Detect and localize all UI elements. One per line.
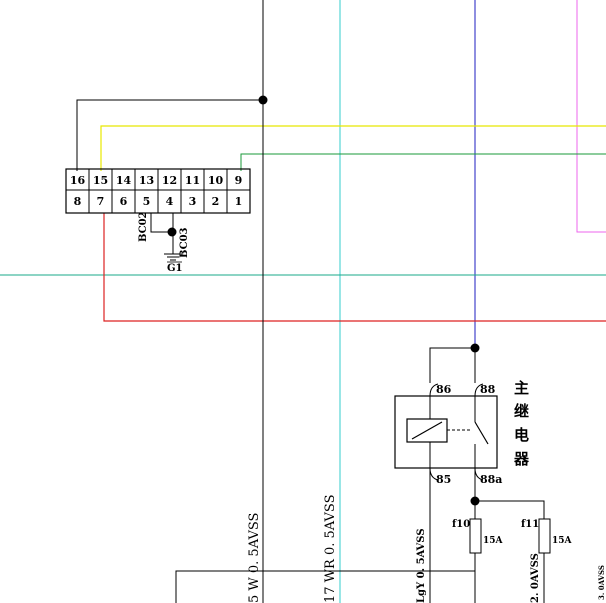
relay-pin-88-label: 88 [480,383,496,396]
relay-pin-86-label: 86 [436,383,452,396]
wire-black-bottom [175,570,475,603]
ground-junction-dot [167,227,177,237]
connector-pin-top-4: 12 [162,174,177,187]
fuse-f10-rating: 15A [483,536,504,546]
wire-magenta [576,0,606,233]
wire-green [240,153,606,171]
relay-name-char-3: 电 [514,426,529,444]
relay-pin-88-hook [474,383,484,397]
relay-pin-88a-label: 88a [480,473,502,486]
wire-relay-86 [429,347,475,383]
label-bc03: BC03 [179,227,190,258]
wire-to-f11 [475,500,545,603]
connector-pin-bottom-4: 4 [166,195,174,208]
connector-pin-bottom-3: 5 [143,195,151,208]
connector-pin-top-7: 9 [235,174,243,187]
relay-name-char-1: 主 [514,379,529,397]
connector-pin-top-5: 11 [185,174,200,187]
relay-coil-icon [406,418,448,443]
relay-switch-icon [474,396,489,468]
connector-pin-top-1: 15 [93,174,108,187]
connector-pin-top-0: 16 [70,174,86,187]
wire-label-w: 5 W 0. 5AVSS [247,513,262,603]
relay-body [394,395,498,469]
wire-label-lgy: LgY 0. 5AVSS [416,528,427,603]
ground-symbol-icon [164,253,182,261]
relay-pin-85-label: 85 [436,473,451,486]
fuse-f11-name: f11 [521,519,539,530]
connector-pin-bottom-6: 2 [212,195,220,208]
fuse-f11-icon [538,518,551,554]
connector-block: 16 15 14 13 12 11 10 9 8 7 6 5 4 3 2 1 [65,168,251,214]
connector-bottom-row: 8 7 6 5 4 3 2 1 [74,195,243,208]
connector-pin-top-3: 13 [139,174,154,187]
relay-name-char-2: 继 [514,402,529,420]
label-g1: G1 [167,263,183,274]
relay-pin-86-hook [429,383,439,397]
connector-pin-bottom-1: 7 [97,195,105,208]
wire-label-2avss: 2. 0AVSS [530,553,541,603]
wire-label-3avss: 3. 0AVSS [597,565,606,600]
fuse-f10-name: f10 [452,519,470,530]
connector-pin-bottom-0: 8 [74,195,82,208]
wire-yellow [100,125,606,171]
label-bc02: BC02 [138,211,149,242]
wire-red [103,213,606,322]
wire-label-wr: 17 WR 0. 5AVSS [323,495,338,603]
fuse-f10-icon [469,518,482,554]
fuse-f11-rating: 15A [552,536,573,546]
connector-top-row: 16 15 14 13 12 11 10 9 [70,174,242,187]
connector-pin-bottom-5: 3 [189,195,197,208]
relay-name-char-4: 器 [513,450,530,468]
wire-ground-pin5 [150,213,171,233]
connector-pin-top-2: 14 [116,174,132,187]
wire-black-pin16 [76,99,263,171]
connector-pin-bottom-7: 1 [235,195,243,208]
connector-pin-top-6: 10 [208,174,224,187]
junction-dot [258,95,268,105]
connector-pin-bottom-2: 6 [120,195,128,208]
